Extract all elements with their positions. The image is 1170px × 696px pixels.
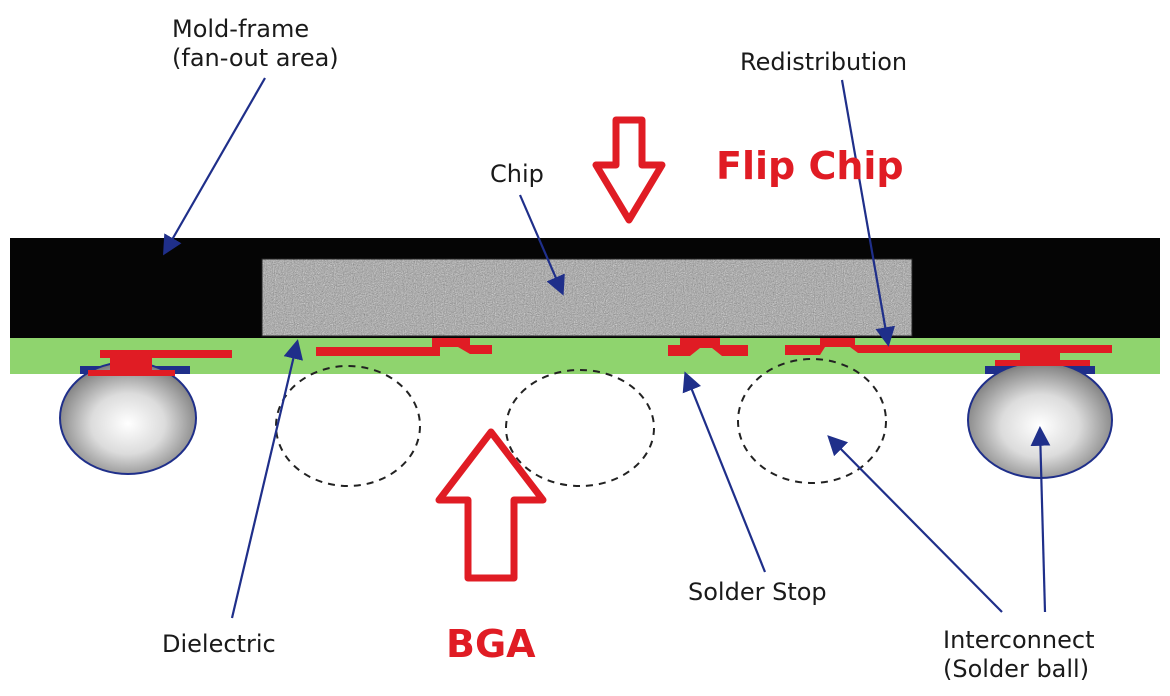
- bga-arrow: [435, 428, 547, 582]
- leader-arrows: [163, 77, 1051, 619]
- chip-arrow: [518, 194, 565, 296]
- chip-die: [261, 258, 913, 337]
- mold-frame-label: Mold-frame (fan-out area): [172, 15, 339, 73]
- flip-chip-label: Flip Chip: [716, 144, 904, 188]
- mold-frame-arrow: [163, 77, 266, 256]
- bga-ball-outlines: [275, 358, 887, 487]
- dielectric-arrow: [230, 339, 303, 619]
- solder-stop-label: Solder Stop: [688, 578, 827, 607]
- flip-chip-arrow: [592, 116, 666, 224]
- redistribution-arrow: [840, 79, 896, 347]
- solder-ball-left: [59, 361, 197, 475]
- interconnect-label-line1: Interconnect: [943, 626, 1095, 654]
- redistribution-label: Redistribution: [740, 48, 907, 77]
- interconnect-label: Interconnect (Solder ball): [943, 626, 1094, 684]
- bga-ball-outline: [275, 365, 421, 487]
- redistribution-label-text: Redistribution: [740, 48, 908, 76]
- interconnect-arrow-dashed: [827, 435, 1003, 613]
- interconnect-arrow-ball: [1030, 426, 1051, 613]
- dielectric-label: Dielectric: [162, 630, 276, 659]
- solder-stop-arrow: [682, 371, 767, 573]
- trace-left: [88, 350, 232, 376]
- trace-center-left: [316, 338, 492, 356]
- chip-label-text: Chip: [490, 160, 544, 188]
- trace-right: [785, 338, 1112, 366]
- solder-stop-label-text: Solder Stop: [688, 578, 827, 606]
- dielectric-label-text: Dielectric: [162, 630, 276, 658]
- bga-ball-outline: [505, 369, 655, 487]
- bga-label-text: BGA: [446, 622, 536, 666]
- bga-label: BGA: [446, 622, 536, 666]
- redistribution-traces: [88, 338, 1112, 376]
- trace-center: [668, 338, 748, 356]
- interconnect-label-line2: (Solder ball): [943, 655, 1090, 683]
- mold-frame-label-line2: (fan-out area): [172, 44, 339, 72]
- flip-chip-label-text: Flip Chip: [716, 144, 904, 188]
- mold-frame-label-line1: Mold-frame: [172, 15, 310, 43]
- chip-label: Chip: [490, 160, 544, 189]
- bga-ball-outline: [737, 358, 887, 484]
